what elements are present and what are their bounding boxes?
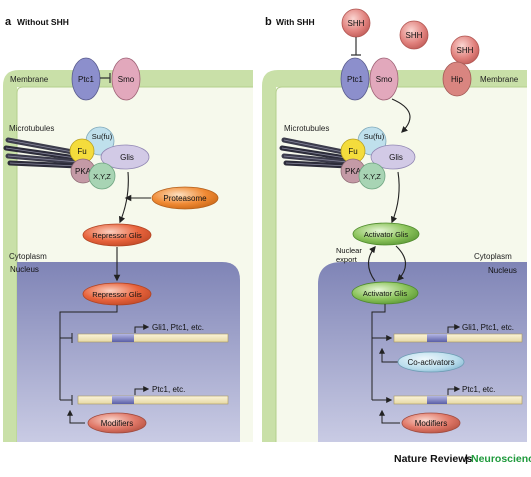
activator-glis-nuc-label-b: Activator Glis — [363, 289, 407, 298]
gene-tss-arrow-2-b — [447, 386, 461, 395]
xyz-label-a: X,Y,Z — [93, 172, 111, 181]
smo-label-a: Smo — [118, 75, 135, 84]
membrane-label-b: Membrane — [480, 75, 519, 84]
shh-ligand-3 — [450, 35, 480, 65]
gene-promoter-2-a — [112, 396, 134, 404]
repressor-glis-cytoplasm-a — [82, 223, 152, 247]
arrow-complex-to-repressor-a — [118, 171, 129, 224]
shh-label-3: SHH — [457, 46, 474, 55]
panel-b: b With SHH SHH SHH SHH Ptc1 Smo Hip Memb… — [262, 8, 527, 442]
ptc1-label-b: Ptc1 — [347, 75, 364, 84]
smo-label-b: Smo — [376, 75, 393, 84]
nuclear-export-label-2-b: export — [336, 255, 358, 264]
gene-track-2-a — [77, 395, 229, 405]
arrow-coactivators-b — [379, 347, 398, 363]
nuclear-export-label-1-b: Nuclear — [336, 246, 362, 255]
membrane-inner-line-b — [275, 86, 527, 442]
gene-label-2-b: Ptc1, etc. — [462, 385, 495, 394]
nucleus-label-b: Nucleus — [488, 266, 517, 275]
microtubules-label-a: Microtubules — [9, 124, 54, 133]
figure-footer: Nature Reviews | Neuroscience — [0, 451, 531, 471]
microtubule-bundle-a — [3, 137, 81, 169]
panel-a: a Without SHH Membrane Ptc1 Smo Microtub… — [3, 16, 253, 442]
gene-promoter-1-b — [427, 334, 447, 342]
arrow-nuclear-export-b — [367, 245, 376, 282]
pka-label-a: PKA — [75, 167, 92, 176]
ptc1-label-a: Ptc1 — [78, 75, 95, 84]
proteasome-a — [151, 186, 219, 210]
hip-label-b: Hip — [451, 75, 464, 84]
modifiers-label-b: Modifiers — [415, 419, 447, 428]
gene-label-1-b: Gli1, Ptc1, etc. — [462, 323, 514, 332]
arrow-modifiers-a — [67, 409, 85, 424]
glis-label-b: Glis — [389, 153, 403, 162]
activation-lines-b — [371, 304, 386, 400]
coactivators-b — [397, 351, 465, 373]
microtubules-label-b: Microtubules — [284, 124, 329, 133]
proteasome-label-a: Proteasome — [163, 194, 207, 203]
gene-tss-arrow-1-a — [134, 324, 150, 333]
diagram-canvas: a Without SHH Membrane Ptc1 Smo Microtub… — [3, 8, 527, 442]
cytoplasm-label-a: Cytoplasm — [9, 252, 47, 261]
gene-track-1-a — [77, 333, 229, 343]
smo-receptor-b — [369, 57, 399, 101]
glis-protein-a — [100, 144, 150, 170]
nucleus-label-a: Nucleus — [10, 265, 39, 274]
xyz-label-b: X,Y,Z — [363, 172, 381, 181]
gene-track-1-b — [393, 333, 523, 343]
arrow-complex-to-activator-b — [390, 171, 400, 224]
shh-label-1: SHH — [348, 19, 365, 28]
inhibition-bar-ptc-smo-a — [100, 73, 111, 83]
modifiers-label-a: Modifiers — [101, 419, 133, 428]
smo-receptor-a — [111, 57, 141, 101]
journal-separator: | — [465, 453, 468, 465]
fu-label-a: Fu — [77, 147, 86, 156]
coactivators-label-b: Co-activators — [407, 358, 454, 367]
sufu-label-a: Su(fu) — [92, 132, 113, 141]
journal-section: Neuroscience — [471, 453, 531, 465]
arrow-nuclear-import-b — [395, 245, 407, 281]
shh-ligand-2 — [399, 20, 429, 50]
ptc1-receptor-b — [340, 57, 370, 101]
shh-label-2: SHH — [406, 31, 423, 40]
gene-promoter-1-a — [112, 334, 134, 342]
journal-name: Nature Reviews — [394, 453, 473, 465]
modifiers-b — [401, 412, 461, 434]
hip-receptor-b — [442, 61, 472, 97]
arrow-modifiers-b — [379, 409, 400, 424]
panel-a-title: Without SHH — [17, 17, 69, 27]
xyz-protein-a — [88, 162, 116, 190]
arrow-smo-to-complex-b — [391, 98, 411, 133]
glis-protein-b — [370, 144, 416, 170]
membrane-label-a: Membrane — [10, 75, 49, 84]
repression-lines-a — [59, 305, 118, 405]
gene-promoter-2-b — [427, 396, 447, 404]
repressor-glis-nuc-label-a: Repressor Glis — [92, 290, 142, 299]
activator-glis-cytoplasm-b — [352, 222, 420, 246]
sufu-label-b: Su(fu) — [364, 132, 385, 141]
xyz-protein-b — [358, 162, 386, 190]
panel-b-letter: b — [265, 16, 272, 28]
panel-a-letter: a — [5, 16, 12, 28]
modifiers-a — [87, 412, 147, 434]
gene-tss-arrow-2-a — [134, 386, 150, 395]
pka-label-b: PKA — [345, 167, 362, 176]
microtubule-bundle-b — [279, 137, 351, 169]
glis-label-a: Glis — [120, 153, 134, 162]
activator-glis-cyto-label-b: Activator Glis — [364, 230, 408, 239]
gene-track-2-b — [393, 395, 523, 405]
repressor-glis-cyto-label-a: Repressor Glis — [92, 231, 142, 240]
gene-tss-arrow-1-b — [447, 324, 461, 333]
ptc1-receptor-a — [71, 57, 101, 101]
membrane-inner-line-a — [16, 86, 253, 442]
inhibition-bar-shh-ptc-b — [351, 37, 361, 56]
cytoplasm-label-b: Cytoplasm — [474, 252, 512, 261]
gene-label-2-a: Ptc1, etc. — [152, 385, 185, 394]
fu-label-b: Fu — [348, 147, 357, 156]
panel-b-title: With SHH — [276, 17, 315, 27]
gene-label-1-a: Gli1, Ptc1, etc. — [152, 323, 204, 332]
